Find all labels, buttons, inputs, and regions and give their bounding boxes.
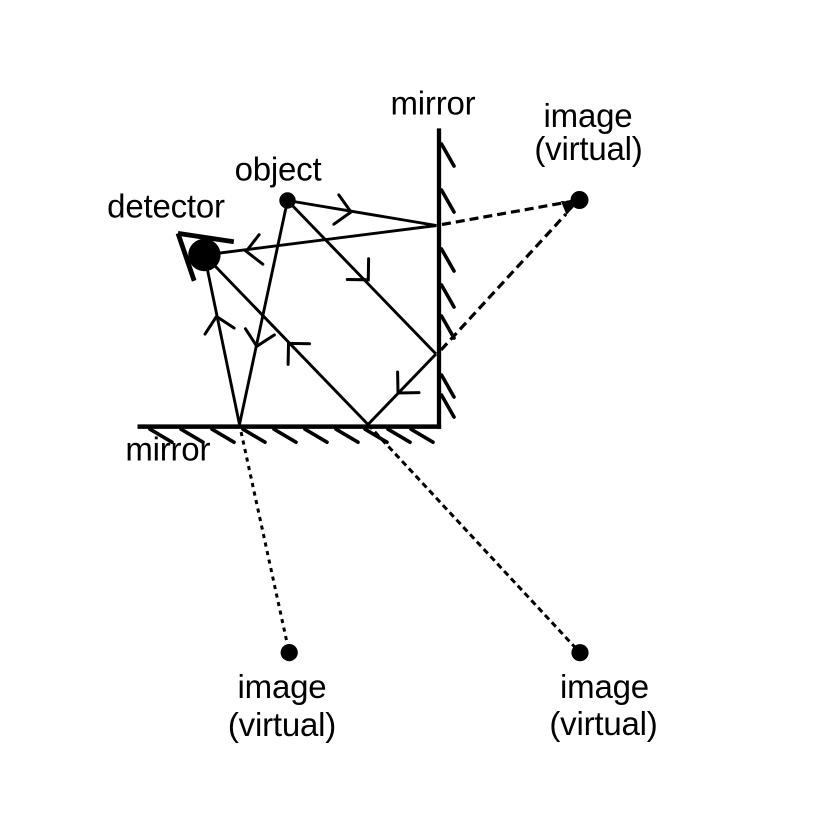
svg-text:(virtual): (virtual): [534, 130, 642, 167]
svg-text:mirror: mirror: [125, 430, 210, 467]
svg-text:mirror: mirror: [391, 85, 476, 122]
svg-text:detector: detector: [107, 188, 225, 225]
svg-text:object: object: [235, 151, 322, 188]
svg-text:image: image: [238, 668, 327, 705]
svg-text:image: image: [560, 668, 649, 705]
svg-text:(virtual): (virtual): [228, 706, 336, 743]
svg-text:(virtual): (virtual): [549, 705, 657, 742]
svg-text:image: image: [544, 97, 633, 134]
